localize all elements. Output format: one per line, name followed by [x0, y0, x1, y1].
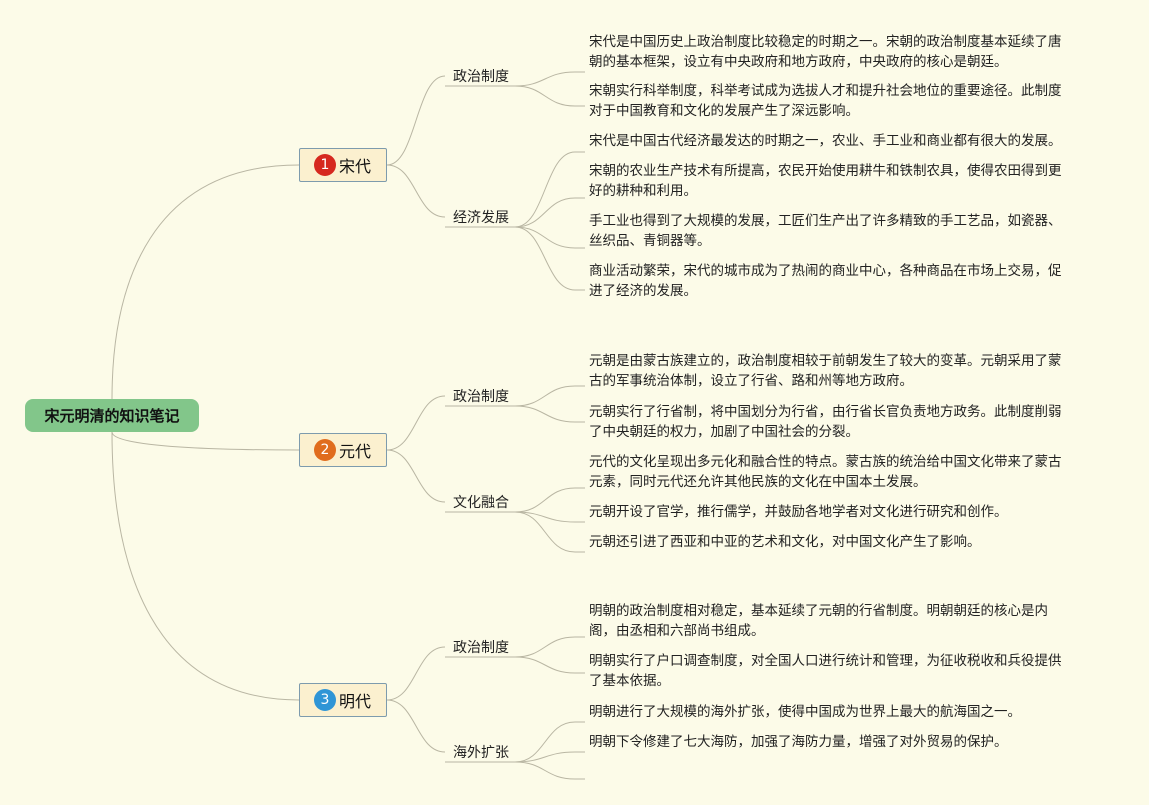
topic-leaf-connector	[514, 405, 576, 423]
topic-leaf-connector	[514, 85, 576, 107]
topic-ming-politics[interactable]: 政治制度	[453, 640, 509, 656]
number-3-icon: 3	[314, 689, 336, 711]
leaf-song-economy-1[interactable]: 宋代是中国古代经济最发达的时期之一，农业、手工业和商业都有很大的发展。	[589, 133, 1062, 149]
era-topic-connector	[386, 449, 446, 503]
root-connector	[111, 164, 300, 400]
era-label: 宋代	[339, 157, 372, 176]
leaf-song-economy-2[interactable]: 宋朝的农业生产技术有所提高，农民开始使用耕牛和铁制农具，使得农田得到更 好的耕种…	[589, 163, 1062, 199]
leaf-yuan-culture-1[interactable]: 元代的文化呈现出多元化和融合性的特点。蒙古族的统治给中国文化带来了蒙古 元素，同…	[589, 454, 1062, 490]
topic-yuan-politics[interactable]: 政治制度	[453, 389, 509, 405]
leaf-ming-overseas-1[interactable]: 明朝进行了大规模的海外扩张，使得中国成为世界上最大的航海国之一。	[589, 704, 1021, 720]
era-label: 明代	[339, 692, 372, 711]
leaf-yuan-culture-2[interactable]: 元朝开设了官学，推行儒学，并鼓励各地学者对文化进行研究和创作。	[589, 504, 1008, 520]
topic-leaf-connector	[514, 721, 576, 763]
root-topic[interactable]: 宋元明清的知识笔记	[25, 399, 199, 432]
topic-leaf-connector	[514, 226, 576, 249]
topic-leaf-connector	[514, 197, 576, 228]
era-node-yuan[interactable]: 2 元代	[299, 433, 387, 467]
leaf-yuan-politics-1[interactable]: 元朝是由蒙古族建立的，政治制度相较于前朝发生了较大的变革。元朝采用了蒙 古的军事…	[589, 353, 1062, 389]
era-topic-connector	[386, 75, 446, 166]
era-topic-connector	[386, 395, 446, 451]
era-node-song[interactable]: 1 宋代	[299, 148, 387, 182]
topic-yuan-culture[interactable]: 文化融合	[453, 495, 509, 511]
topic-song-politics[interactable]: 政治制度	[453, 69, 509, 85]
leaf-song-economy-4[interactable]: 商业活动繁荣，宋代的城市成为了热闹的商业中心，各种商品在市场上交易，促 进了经济…	[589, 263, 1062, 299]
number-2-icon: 2	[314, 439, 336, 461]
era-topic-connector	[386, 646, 446, 701]
topic-leaf-connector	[514, 511, 576, 553]
era-node-ming[interactable]: 3 明代	[299, 683, 387, 717]
era-topic-connector	[386, 164, 446, 218]
topic-leaf-connector	[514, 151, 576, 228]
topic-leaf-connector	[514, 226, 576, 291]
leaf-ming-politics-2[interactable]: 明朝实行了户口调查制度，对全国人口进行统计和管理，为征收税收和兵役提供 了基本依…	[589, 653, 1062, 689]
topic-ming-overseas[interactable]: 海外扩张	[453, 745, 509, 761]
leaf-yuan-politics-2[interactable]: 元朝实行了行省制，将中国划分为行省，由行省长官负责地方政务。此制度削弱 了中央朝…	[589, 404, 1062, 440]
leaf-song-economy-3[interactable]: 手工业也得到了大规模的发展，工匠们生产出了许多精致的手工艺品，如瓷器、 丝织品、…	[589, 213, 1062, 249]
number-1-icon: 1	[314, 154, 336, 176]
topic-leaf-connector	[514, 761, 576, 780]
leaf-song-politics-1[interactable]: 宋代是中国历史上政治制度比较稳定的时期之一。宋朝的政治制度基本延续了唐 朝的基本…	[589, 34, 1062, 70]
topic-leaf-connector	[514, 511, 576, 523]
topic-leaf-connector	[514, 71, 576, 87]
topic-leaf-connector	[514, 751, 576, 763]
era-topic-connector	[386, 699, 446, 753]
root-connector	[111, 431, 300, 451]
topic-leaf-connector	[514, 487, 576, 513]
leaf-ming-overseas-2[interactable]: 明朝下令修建了七大海防，加强了海防力量，增强了对外贸易的保护。	[589, 734, 1008, 750]
topic-leaf-connector	[514, 656, 576, 674]
root-connector	[111, 431, 300, 701]
topic-leaf-connector	[514, 385, 576, 407]
leaf-song-politics-2[interactable]: 宋朝实行科举制度，科举考试成为选拔人才和提升社会地位的重要途径。此制度 对于中国…	[589, 83, 1062, 119]
topic-song-economy[interactable]: 经济发展	[453, 210, 509, 226]
leaf-ming-politics-1[interactable]: 明朝的政治制度相对稳定，基本延续了元朝的行省制度。明朝朝廷的核心是内 阁，由丞相…	[589, 603, 1048, 639]
leaf-yuan-culture-3[interactable]: 元朝还引进了西亚和中亚的艺术和文化，对中国文化产生了影响。	[589, 534, 981, 550]
era-label: 元代	[339, 442, 372, 461]
topic-leaf-connector	[514, 636, 576, 658]
